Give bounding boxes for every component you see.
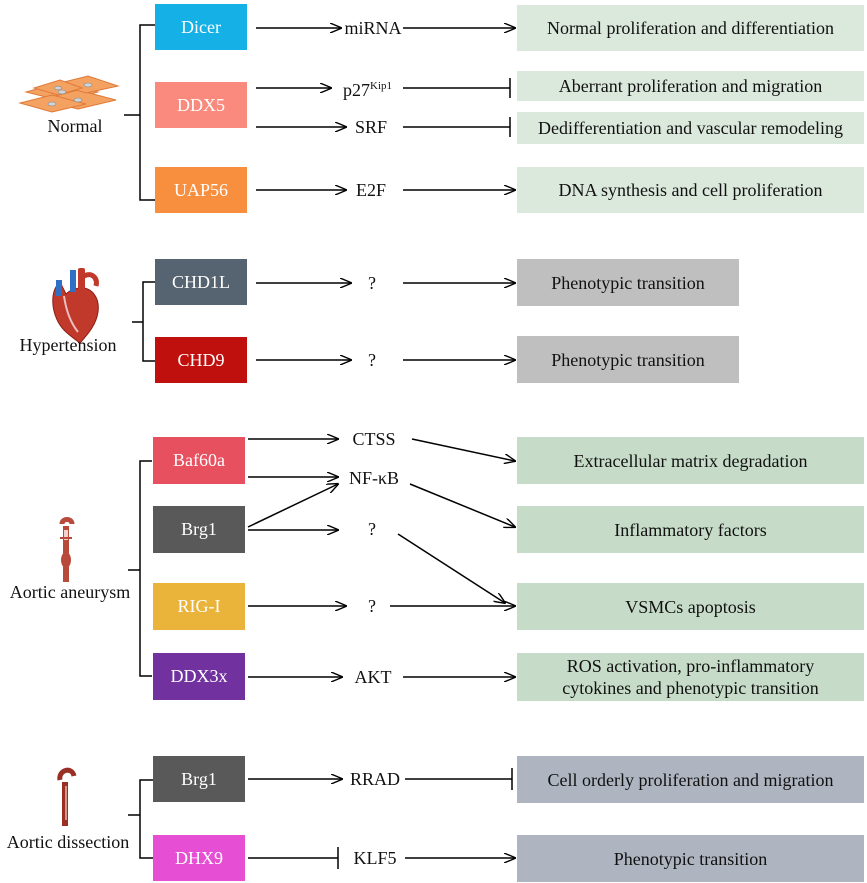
bracket-hypertension	[132, 281, 155, 362]
mediator-akt: AKT	[354, 667, 392, 687]
gene-brg1-dissection: Brg1	[153, 756, 245, 802]
outcome-aneurysm-4-line1: ROS activation, pro-inflammatory	[566, 656, 815, 676]
bracket-dissection	[128, 779, 153, 859]
mediator-nfkb: NF-κB	[348, 468, 400, 488]
mediator-hypertension-q2: ?	[368, 350, 376, 370]
mediator-mirna: miRNA	[344, 18, 402, 38]
gene-uap56: UAP56	[155, 167, 247, 213]
gene-chd9: CHD9	[155, 337, 247, 383]
arrow-ctss-ecm	[411, 438, 515, 461]
outcome-aneurysm-4: ROS activation, pro-inflammatory cytokin…	[517, 653, 864, 701]
mediator-ctss: CTSS	[352, 429, 396, 449]
gene-brg1: Brg1	[153, 506, 245, 553]
outcome-aneurysm-2: Inflammatory factors	[517, 506, 864, 553]
outcome-normal-4: DNA synthesis and cell proliferation	[517, 167, 864, 213]
arrow-brg1-nfkb	[247, 484, 338, 528]
gene-dicer: Dicer	[155, 4, 247, 50]
outcome-hypertension-2: Phenotypic transition	[517, 336, 739, 383]
mediator-p27-text: p27	[343, 80, 370, 100]
mediator-aneurysm-q2: ?	[368, 596, 376, 616]
outcome-normal-2: Aberrant proliferation and migration	[517, 71, 864, 101]
gene-baf60a: Baf60a	[153, 437, 245, 484]
mediator-p27-superscript: Kip1	[370, 80, 392, 92]
bracket-aneurysm	[128, 460, 152, 677]
outcome-normal-1: Normal proliferation and differentiation	[517, 5, 864, 51]
aorta-dissection-icon	[57, 767, 77, 826]
mediator-klf5: KLF5	[353, 848, 397, 868]
outcome-aneurysm-3: VSMCs apoptosis	[517, 583, 864, 630]
gene-chd1l: CHD1L	[155, 259, 247, 305]
mediator-e2f: E2F	[355, 180, 386, 200]
gene-ddx5: DDX5	[155, 82, 247, 128]
outcome-aneurysm-1: Extracellular matrix degradation	[517, 437, 864, 484]
gene-rigi: RIG-I	[153, 583, 245, 630]
arrow-nfkb-inflammatory	[409, 483, 515, 527]
group-label-hypertension: Hypertension	[19, 335, 117, 355]
smooth-muscle-cells-icon	[18, 75, 120, 113]
mediator-hypertension-q1: ?	[368, 273, 376, 293]
bracket-normal	[124, 24, 155, 201]
outcome-normal-3: Dedifferentiation and vascular remodelin…	[517, 112, 864, 144]
outcome-hypertension-1: Phenotypic transition	[517, 259, 739, 306]
heart-icon	[52, 268, 99, 344]
mediator-srf: SRF	[354, 117, 388, 137]
aorta-aneurysm-icon	[59, 517, 75, 582]
gene-dhx9: DHX9	[153, 835, 245, 881]
mediator-p27: p27Kip1	[325, 75, 410, 101]
gene-ddx3x: DDX3x	[153, 653, 245, 700]
group-label-normal: Normal	[47, 116, 103, 136]
outcome-dissection-1: Cell orderly proliferation and migration	[517, 756, 864, 803]
outcome-dissection-2: Phenotypic transition	[517, 835, 864, 882]
mediator-rrad: RRAD	[349, 769, 400, 789]
mediator-aneurysm-q1: ?	[368, 519, 376, 539]
outcome-aneurysm-4-line2: cytokines and phenotypic transition	[562, 678, 819, 698]
group-label-dissection: Aortic dissection	[6, 832, 130, 852]
group-label-aneurysm: Aortic aneurysm	[9, 582, 131, 602]
arrow-q-apoptosis	[397, 533, 505, 603]
